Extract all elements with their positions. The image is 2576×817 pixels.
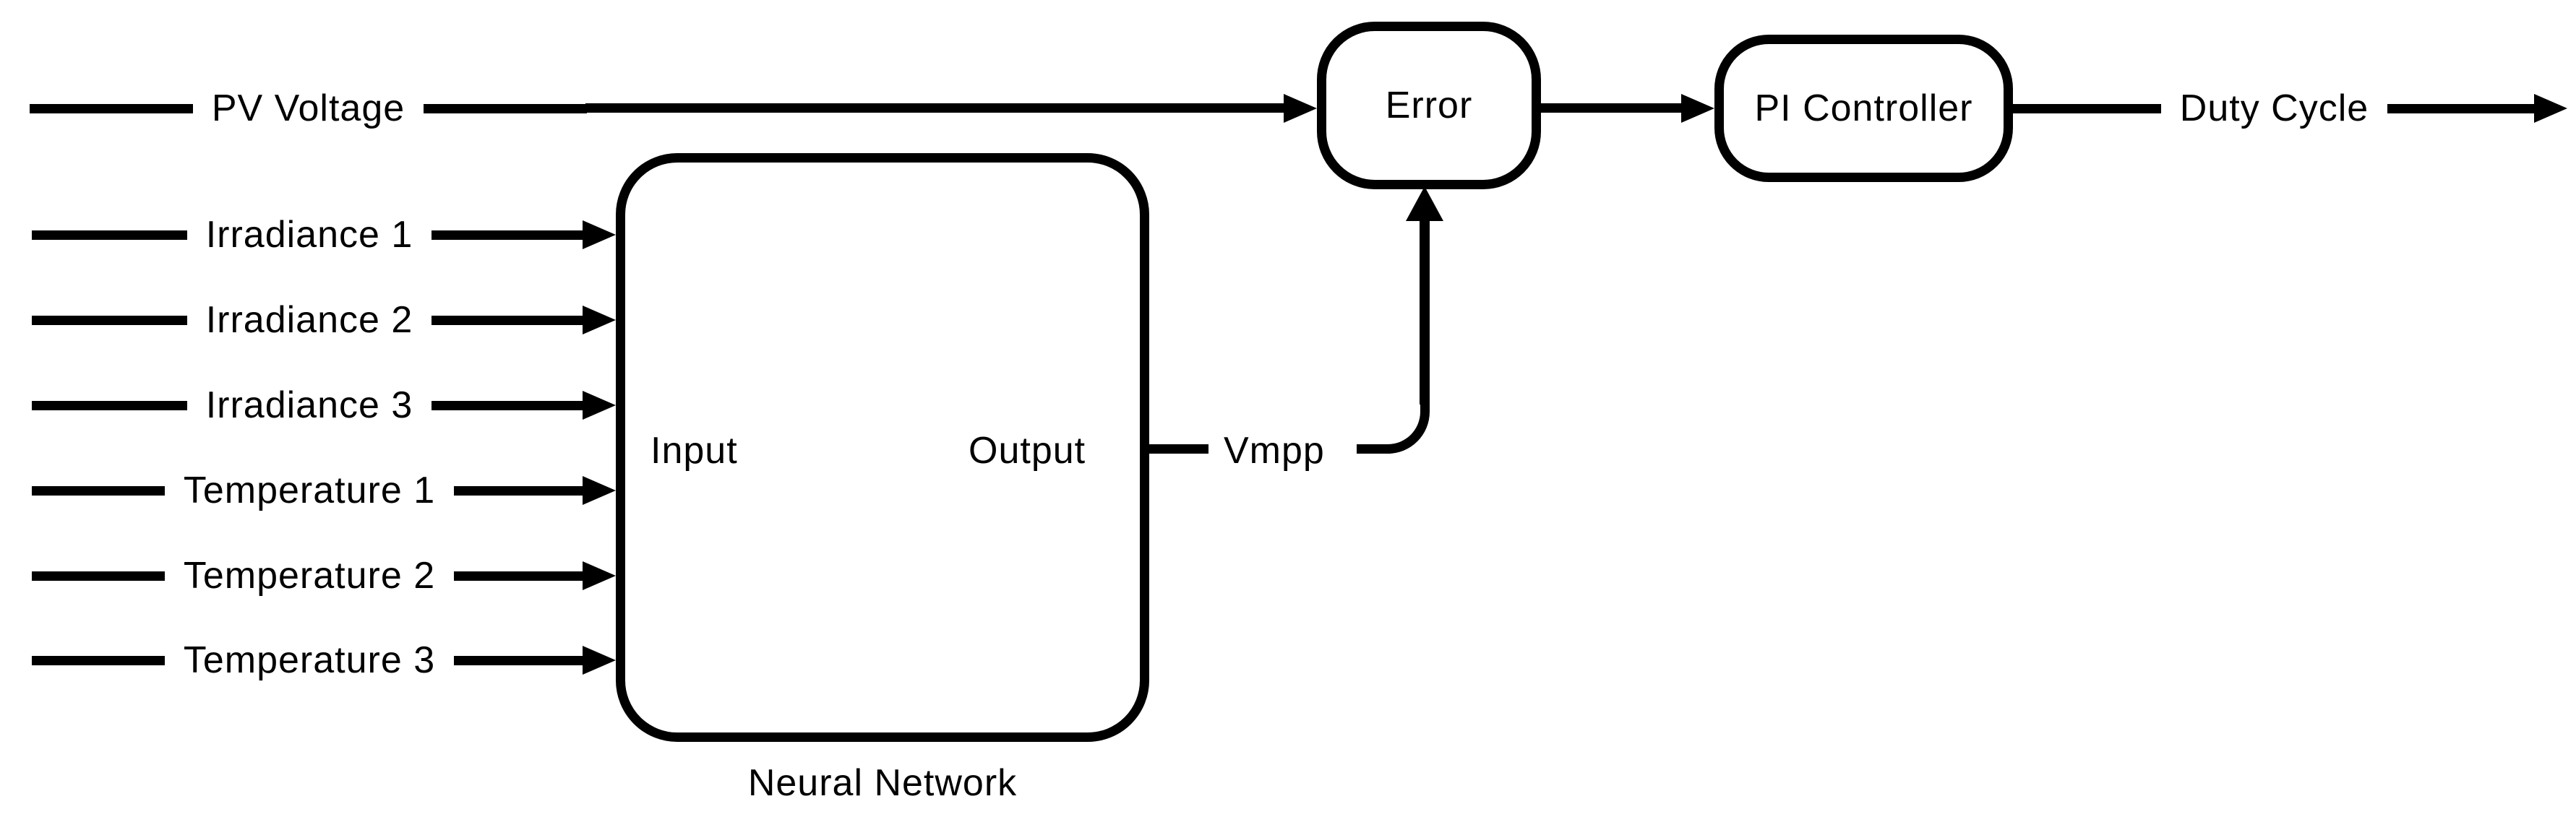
- input-arrowhead-icon: [583, 476, 616, 505]
- duty-cycle-line-right: [2387, 103, 2536, 113]
- input-row-temperature-3: Temperature 3: [32, 639, 588, 681]
- pv-voltage-row: PV Voltage: [30, 90, 587, 127]
- connector-line: [32, 571, 165, 581]
- vmpp-feedback-elbow: [1388, 400, 1430, 454]
- connector-line: [432, 230, 588, 240]
- error-to-pi-line: [1541, 103, 1686, 113]
- error-block: Error: [1317, 22, 1541, 189]
- connector-line: [432, 315, 588, 325]
- input-signal-label: Irradiance 1: [205, 214, 413, 256]
- vmpp-line-right: [1357, 444, 1391, 454]
- duty-cycle-row: Duty Cycle: [2013, 90, 2536, 127]
- input-arrowhead-icon: [583, 391, 616, 420]
- pi-controller-label: PI Controller: [1754, 87, 1973, 129]
- duty-cycle-label: Duty Cycle: [2179, 87, 2369, 129]
- input-arrowhead-icon: [583, 306, 616, 334]
- input-row-temperature-1: Temperature 1: [32, 470, 588, 511]
- input-arrowhead-icon: [583, 561, 616, 590]
- pi-controller-block: PI Controller: [1714, 35, 2013, 182]
- vmpp-line-left: [1148, 444, 1208, 454]
- vmpp-label: Vmpp: [1224, 430, 1325, 472]
- input-signal-label: Temperature 3: [183, 639, 436, 681]
- connector-line: [32, 485, 165, 496]
- nn-output-port-label: Output: [969, 430, 1086, 472]
- input-row-irradiance-3: Irradiance 3: [32, 384, 588, 426]
- duty-cycle-arrowhead-icon: [2534, 94, 2567, 123]
- connector-line: [32, 655, 165, 665]
- input-signal-label: Irradiance 2: [205, 299, 413, 341]
- connector-line: [454, 655, 588, 665]
- vmpp-feedback-arrowhead-icon: [1406, 186, 1443, 221]
- connector-line: [32, 230, 187, 240]
- connector-line: [454, 485, 588, 496]
- pv-voltage-arrowhead-icon: [1284, 94, 1317, 123]
- input-row-temperature-2: Temperature 2: [32, 555, 588, 597]
- pv-voltage-line-right: [424, 103, 587, 113]
- neural-network-caption: Neural Network: [747, 762, 1018, 804]
- pv-voltage-label: PV Voltage: [211, 87, 405, 129]
- input-signal-label: Irradiance 3: [205, 384, 413, 426]
- vmpp-feedback-line: [1420, 217, 1430, 405]
- input-row-irradiance-2: Irradiance 2: [32, 299, 588, 341]
- duty-cycle-line-left: [2013, 103, 2161, 113]
- nn-input-port-label: Input: [651, 430, 738, 472]
- error-block-label: Error: [1385, 85, 1473, 126]
- connector-line: [32, 400, 187, 410]
- pv-voltage-line-left: [30, 103, 193, 113]
- connector-line: [454, 571, 588, 581]
- input-row-irradiance-1: Irradiance 1: [32, 214, 588, 256]
- input-signal-label: Temperature 2: [183, 555, 436, 597]
- error-to-pi-arrowhead-icon: [1681, 94, 1714, 123]
- neural-network-block: [616, 153, 1149, 742]
- input-arrowhead-icon: [583, 220, 616, 249]
- input-arrowhead-icon: [583, 646, 616, 675]
- connector-line: [432, 400, 588, 410]
- input-signal-label: Temperature 1: [183, 470, 436, 511]
- pv-voltage-line-to-error: [585, 103, 1288, 113]
- connector-line: [32, 315, 187, 325]
